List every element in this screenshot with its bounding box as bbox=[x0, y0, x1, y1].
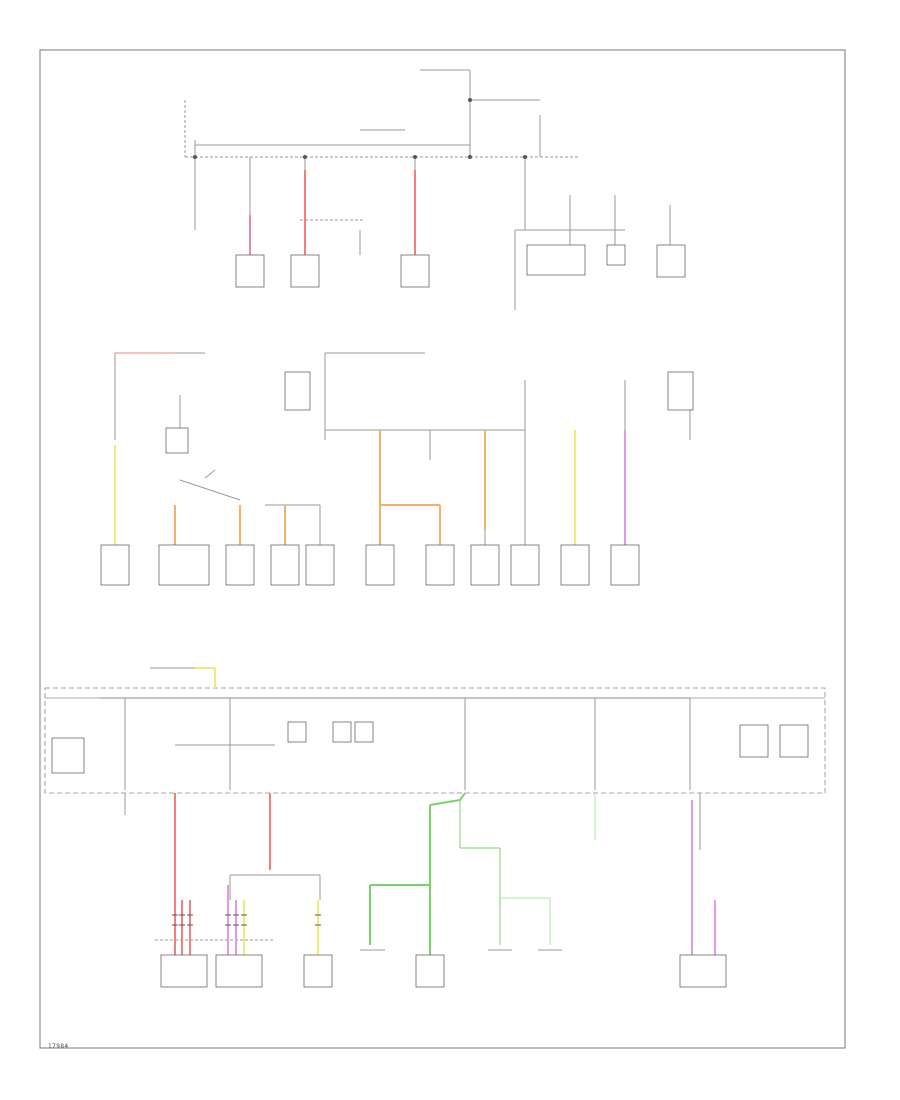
power-distribution-box bbox=[44, 667, 826, 794]
middle-section-components bbox=[100, 371, 694, 586]
bottom-section-colored-wires bbox=[174, 792, 716, 955]
figure-code: 17984 bbox=[48, 1043, 69, 1050]
top-section-colored-wires bbox=[249, 170, 416, 255]
bottom-section bbox=[124, 793, 701, 941]
connector-stripes bbox=[172, 914, 321, 926]
middle-section-colored-wires bbox=[114, 352, 626, 545]
bottom-section-components bbox=[160, 949, 727, 988]
top-section-components bbox=[235, 244, 686, 288]
top-section-junctions bbox=[193, 98, 527, 159]
middle-section bbox=[114, 352, 691, 545]
diagram-border bbox=[39, 49, 846, 1049]
